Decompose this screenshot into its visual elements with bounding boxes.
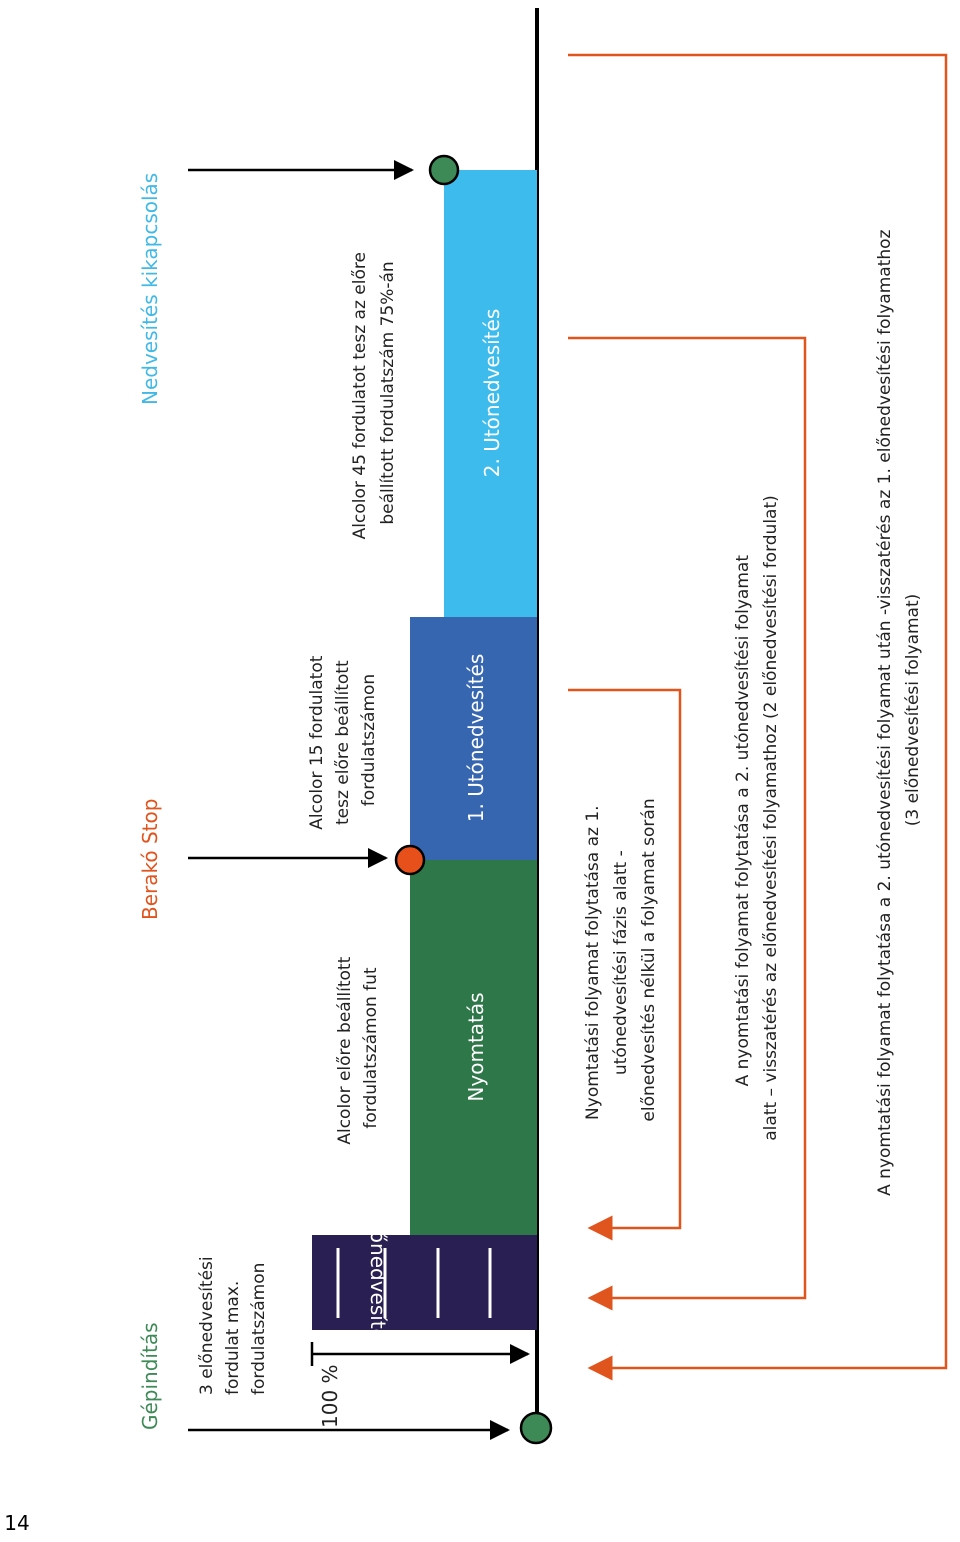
segment-pre-label: Előnedvesítés: [366, 1213, 390, 1352]
return-desc-3: A nyomtatási folyamat folytatása a 2. ut…: [875, 224, 923, 1196]
segment-pre-bar: [312, 1235, 537, 1330]
return-desc-2: A nyomtatási folyamat folytatása a 2. ut…: [733, 495, 781, 1141]
start-dot: [519, 1411, 553, 1445]
milestone-stop-label: Berakó Stop: [138, 799, 162, 920]
print-desc: Alcolor előre beállított fordulatszámon …: [335, 951, 381, 1144]
milestone-start-label: Gépindítás: [138, 1323, 162, 1431]
milestone-off-label: Nedvesítés kikapcsolás: [138, 173, 162, 405]
segment-print-bar: [410, 860, 537, 1235]
page-number: 14: [4, 1511, 29, 1535]
pre-dashes: [336, 1248, 492, 1318]
segment-post2-label: 2. Utónedvesítés: [480, 309, 504, 478]
pre-desc: 3 előnedvesítési fordulat max. fordulats…: [197, 1251, 269, 1395]
segment-post1-bar: [410, 617, 537, 860]
post1-desc: Alcolor 15 fordulatot tesz előre beállít…: [307, 650, 379, 830]
segment-post2-bar: [444, 170, 537, 617]
return-line-1: [568, 688, 682, 1241]
percent-label: 100 %: [318, 1364, 342, 1428]
segment-print-label: Nyomtatás: [464, 992, 488, 1101]
segment-post1-label: 1. Utónedvesítés: [464, 654, 488, 823]
return-desc-1: Nyomtatási folyamat folytatása az 1. utó…: [583, 798, 659, 1121]
off-dot: [428, 154, 460, 186]
post2-desc: Alcolor 45 fordulatot tesz az előre beál…: [350, 247, 398, 540]
return-line-2: [568, 336, 807, 1311]
return-line-3: [568, 53, 948, 1381]
stop-dot: [394, 844, 426, 876]
